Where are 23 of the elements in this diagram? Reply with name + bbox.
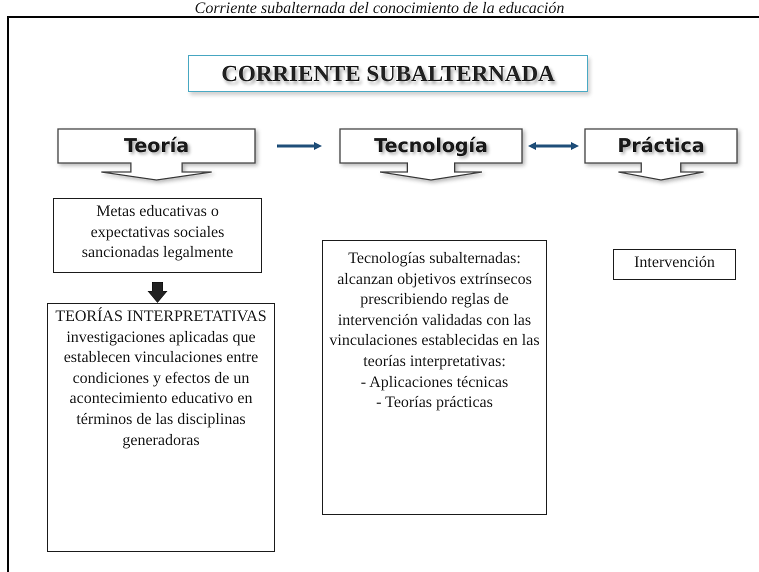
box-text: investigaciones aplicadas que establecen vinculaciones entre condiciones y efectos de un acontecimiento educativo en términos de las disciplinas generadoras bbox=[62, 328, 260, 451]
callout-arrow-box bbox=[340, 129, 522, 181]
text-box bbox=[322, 240, 547, 515]
text-box bbox=[613, 249, 736, 280]
box-text: Intervención bbox=[633, 253, 716, 273]
box-text: - Teorías prácticas bbox=[375, 393, 494, 414]
callout-heading: Tecnología bbox=[374, 135, 488, 157]
callout-heading: Práctica bbox=[617, 135, 705, 157]
box-heading: TEORÍAS INTERPRETATIVAS bbox=[54, 307, 268, 327]
callout-arrow-box bbox=[58, 129, 255, 181]
arrow bbox=[528, 142, 579, 150]
box-text: Tecnologías subalternadas: alcanzan objetivos extrínsecos prescribiendo reglas de intervención validadas con las vinculaciones establecidas en las teorías interpretativas: bbox=[328, 249, 541, 372]
diagram-title: Corriente subalternada del conocimiento de la educación bbox=[194, 0, 566, 18]
arrow bbox=[277, 142, 322, 150]
box-title: CORRIENTE SUBALTERNADA bbox=[221, 60, 555, 86]
box-text: - Aplicaciones técnicas bbox=[360, 372, 510, 393]
arrow bbox=[148, 282, 168, 303]
text-box bbox=[47, 303, 275, 552]
text-box bbox=[53, 198, 262, 273]
title-box bbox=[188, 55, 588, 92]
box-text: Metas educativas o expectativas sociales sancionadas legalmente bbox=[80, 202, 234, 264]
callout-arrow-box bbox=[585, 129, 737, 181]
callout-heading: Teoría bbox=[124, 135, 190, 157]
